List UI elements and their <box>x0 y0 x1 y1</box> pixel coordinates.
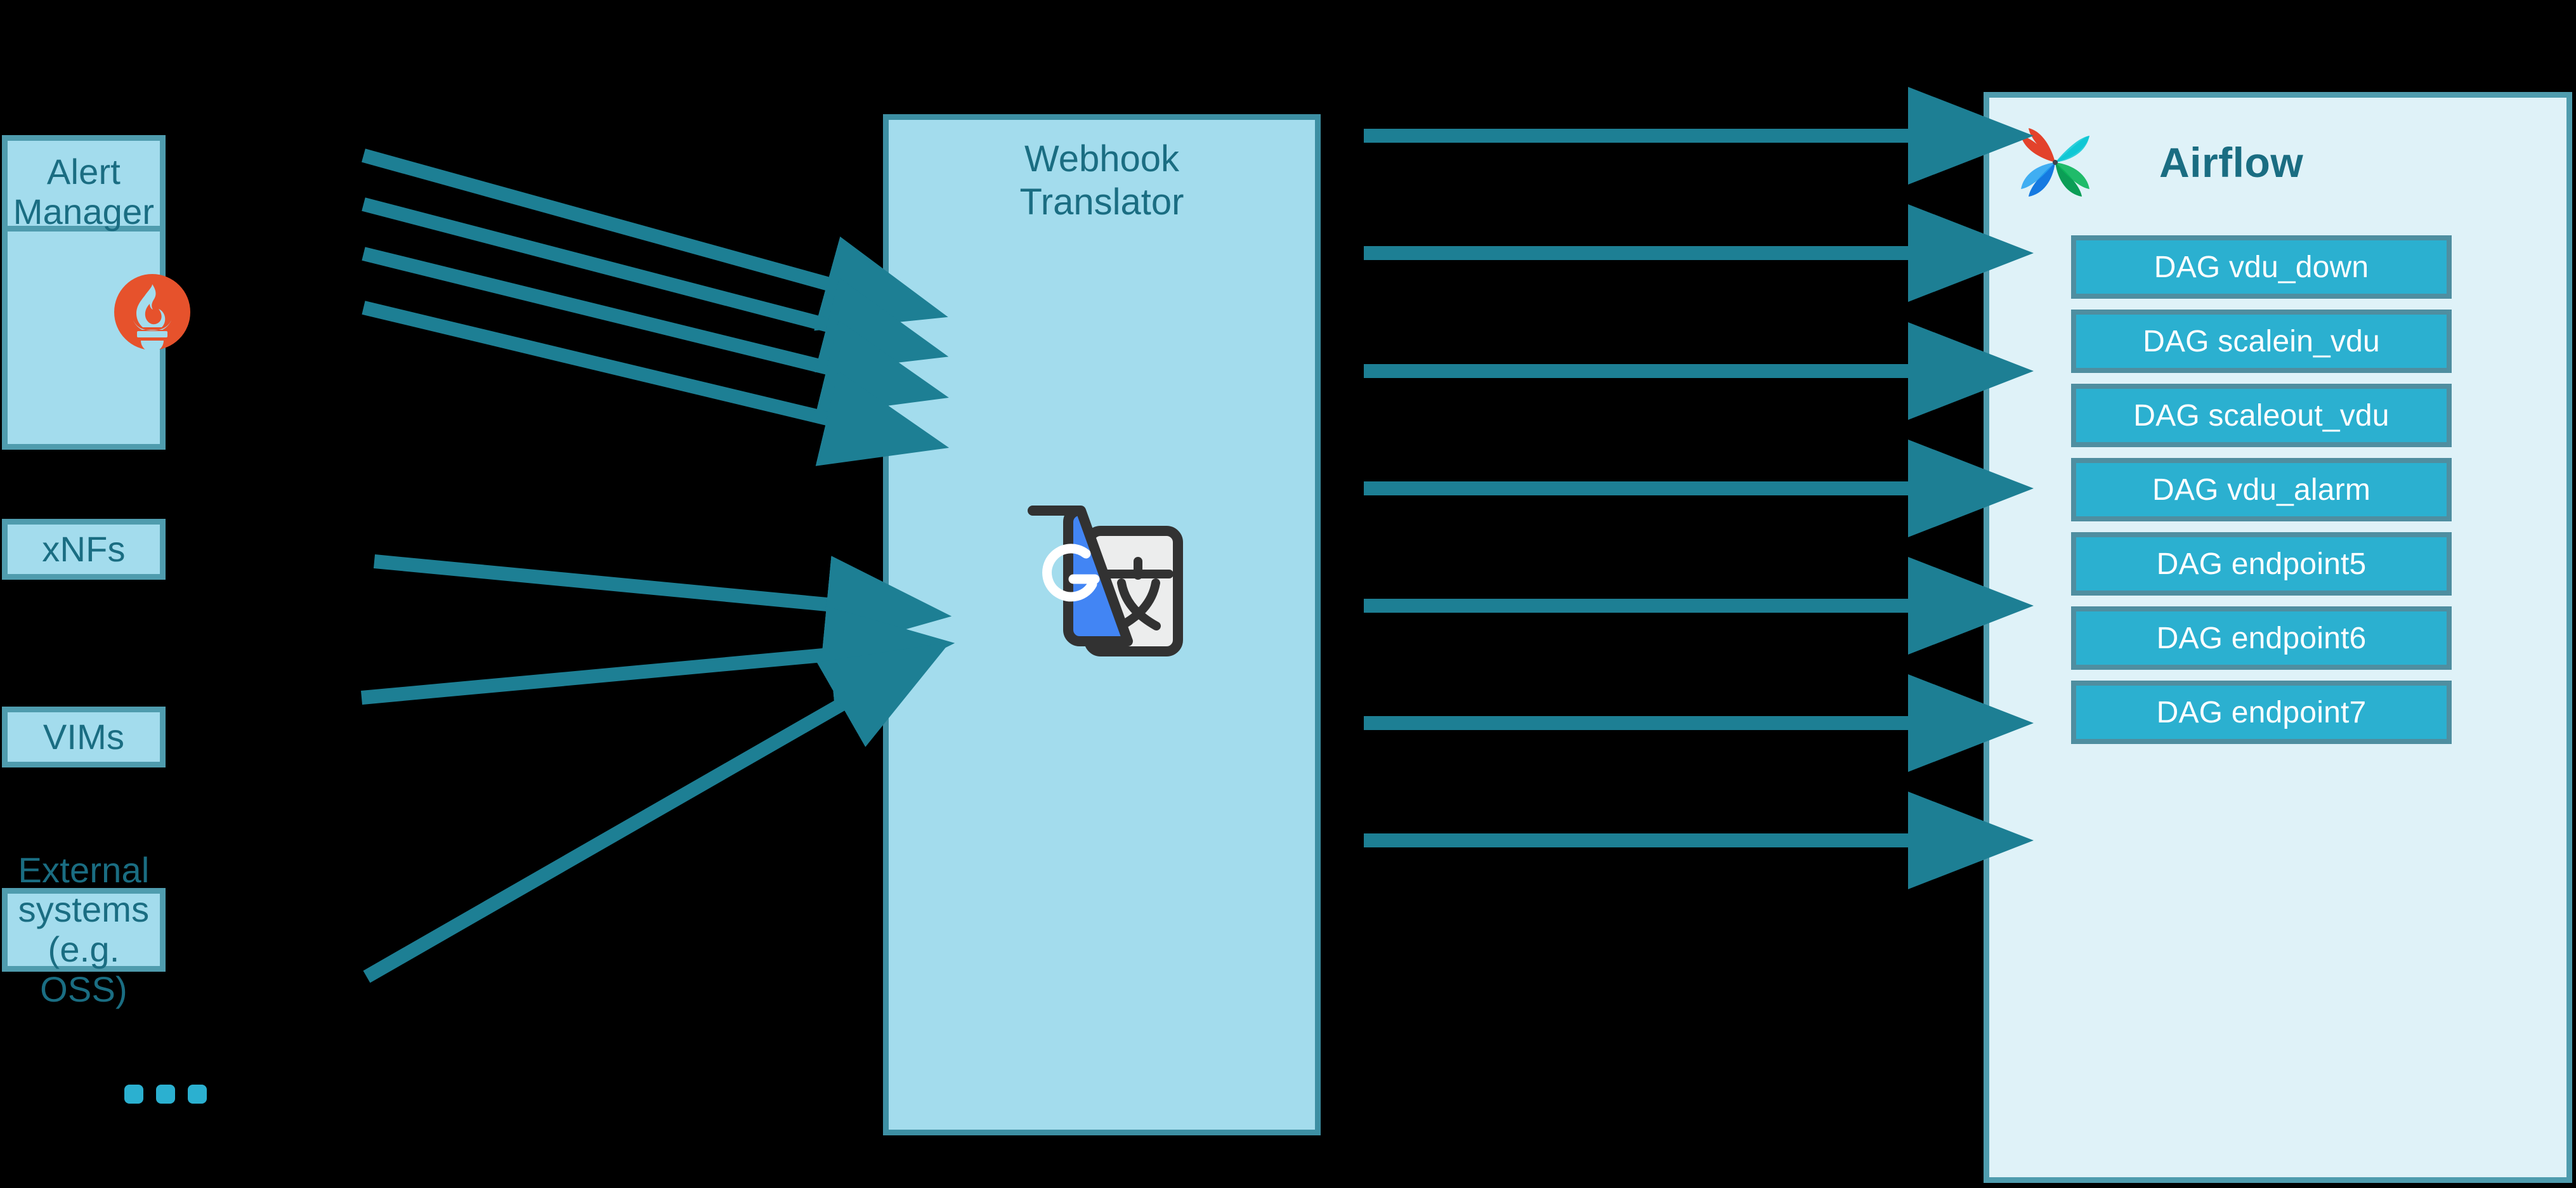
dag-box[interactable]: DAG scalein_vdu <box>2071 310 2452 373</box>
arrow-alert-manager-to-translator <box>362 148 950 466</box>
airflow-title: Airflow <box>2159 139 2304 186</box>
dag-box[interactable]: DAG vdu_down <box>2071 235 2452 299</box>
xnfs-label: xNFs <box>42 528 126 569</box>
airflow-header: Airflow <box>2015 122 2303 203</box>
more-sources-ellipsis-icon <box>124 1085 207 1104</box>
dag-box[interactable]: DAG endpoint7 <box>2071 681 2452 744</box>
arrow-translator-to-airflow <box>1364 87 2034 889</box>
airflow-panel: Airflow DAG vdu_down DAG scalein_vdu DAG… <box>1984 92 2572 1183</box>
source-box-vims[interactable]: VIMs <box>2 707 166 767</box>
ellipsis-dot <box>124 1085 143 1104</box>
arrow-vims-to-translator <box>360 606 955 705</box>
ellipsis-dot <box>188 1085 207 1104</box>
alert-manager-label: Alert Manager <box>13 152 155 232</box>
vims-label: VIMs <box>42 716 125 757</box>
prometheus-flame-icon <box>114 274 190 351</box>
dag-list: DAG vdu_down DAG scalein_vdu DAG scaleou… <box>2071 235 2452 755</box>
dag-box[interactable]: DAG endpoint5 <box>2071 532 2452 596</box>
arrow-external-systems-to-translator <box>363 642 950 983</box>
dag-box[interactable]: DAG scaleout_vdu <box>2071 384 2452 447</box>
source-box-xnfs[interactable]: xNFs <box>2 519 166 580</box>
webhook-translator-label: Webhook Translator <box>1019 138 1184 223</box>
external-systems-label: External systems (e.g. OSS) <box>18 849 150 1009</box>
dag-box[interactable]: DAG endpoint6 <box>2071 606 2452 670</box>
source-box-alert-manager[interactable]: Alert Manager <box>2 135 166 232</box>
airflow-pinwheel-icon <box>2021 128 2089 197</box>
google-translate-icon <box>1028 506 1183 656</box>
arrow-xnfs-to-translator <box>373 554 952 653</box>
source-box-external-systems[interactable]: External systems (e.g. OSS) <box>2 850 166 1009</box>
dag-box[interactable]: DAG vdu_alarm <box>2071 458 2452 521</box>
ellipsis-dot <box>156 1085 175 1104</box>
